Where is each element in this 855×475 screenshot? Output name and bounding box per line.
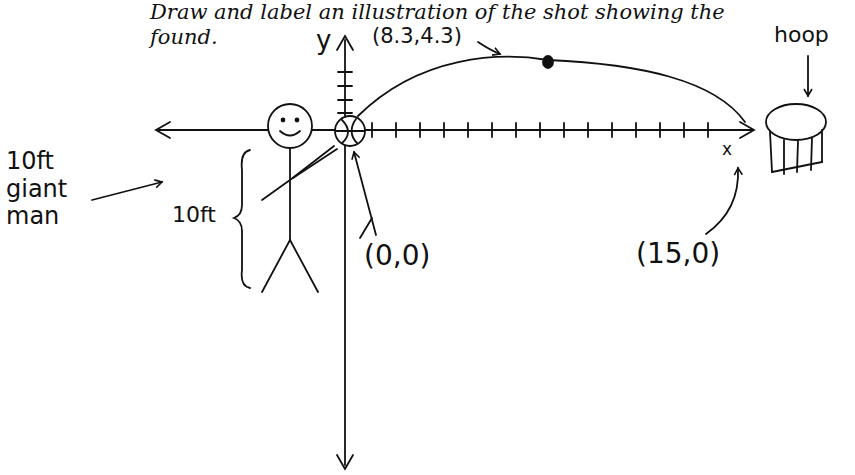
leader-arrow (92, 182, 162, 200)
y-axis (344, 40, 346, 465)
ball (335, 116, 365, 146)
y-ticks (338, 72, 352, 113)
peak-point (543, 56, 553, 68)
ball-seams (336, 119, 364, 143)
prompt-text: found. (150, 25, 218, 49)
axis-arrow (740, 122, 754, 138)
leader-arrow (354, 152, 376, 235)
axis-arrow (337, 455, 353, 469)
stick-man (262, 104, 337, 292)
axis-label: y (316, 26, 331, 56)
leader-arrow (478, 42, 500, 54)
height-brace (234, 150, 250, 288)
leader-arrow (807, 56, 809, 96)
shot-path (358, 57, 745, 122)
coordinate-label: (15,0) (636, 238, 720, 270)
x-axis (158, 129, 752, 131)
leader-arrow (706, 168, 738, 234)
coordinate-label: (8.3,4.3) (372, 24, 462, 48)
height-label: 10ft (172, 202, 216, 227)
hoop (766, 104, 826, 174)
prompt-text: Draw and label an illustration of the sh… (150, 0, 725, 24)
leader-stroke (360, 218, 372, 238)
axis-label: x (722, 140, 732, 160)
coordinate-label: (0,0) (364, 240, 430, 272)
man-label: 10ft giant man (6, 148, 88, 231)
x-ticks (372, 123, 708, 137)
axis-arrow (337, 36, 353, 50)
hoop-label: hoop (774, 22, 829, 47)
axis-arrow (156, 122, 170, 138)
